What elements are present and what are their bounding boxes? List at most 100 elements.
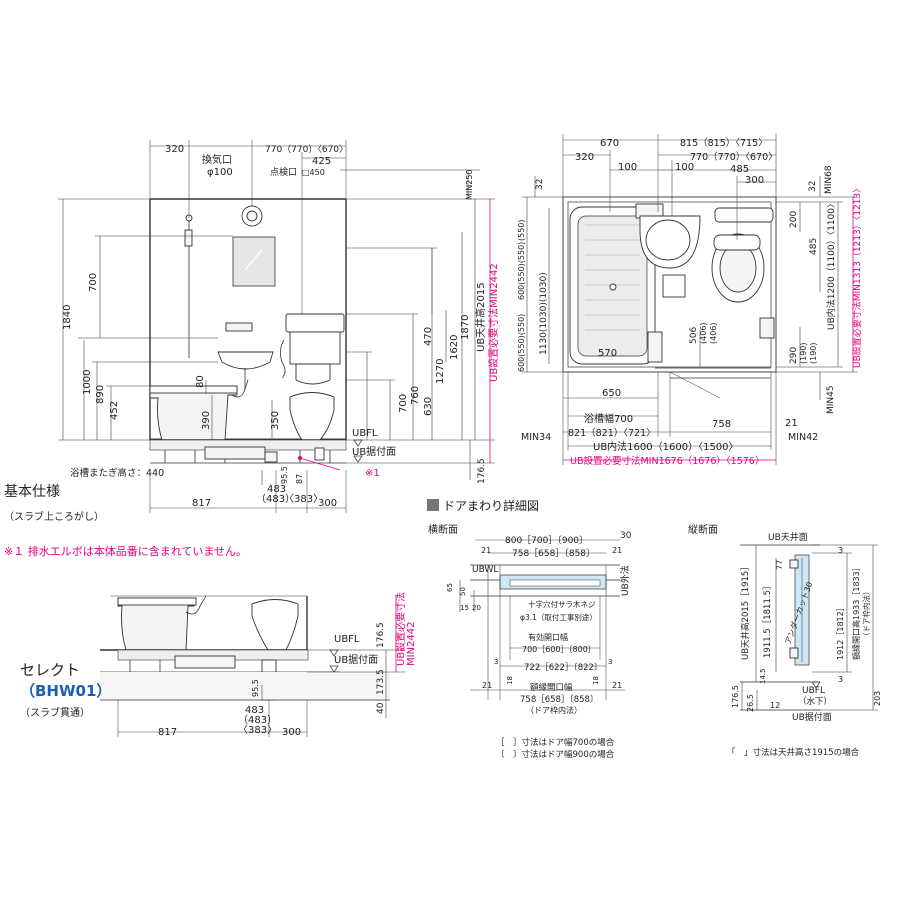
vent-dia: φ100 [207,167,233,178]
dim-190a: (190) [799,342,808,364]
v-legend: 「 」寸法は天井高さ1915の場合 [727,747,860,758]
dim-1130: 1130(1030)(1030) [539,272,549,355]
v-176: 176.5 [731,685,740,708]
v-14: 14.5 [759,668,767,684]
door-722: 722［622］〔822〕 [524,662,602,673]
frame-opening-label: 額縁開口幅 [530,682,573,693]
ub-required-min2442: UB設置必要寸法MIN2442 [487,263,500,382]
dim-320-plan: 320 [575,152,594,163]
v-1912: 1912［1812］ [836,603,845,660]
dim-485-plan: 485 [730,164,749,175]
dim-483b-front: （483） [256,493,295,505]
dim-506: 506 [689,327,699,344]
ub-req-select: UB設置必要寸法 [394,592,407,666]
toilet-bowl [289,392,335,441]
ubfl-select: UBFL [334,634,360,645]
opening-value: 700［600］〔800〕 [522,645,596,654]
door-21d: 21 [612,681,622,690]
v-77: 77 [775,560,784,570]
frame-note: （ドア枠内法） [526,705,582,715]
front-elevation [58,140,495,513]
door-vertical-section [740,544,878,711]
v-1911: 1911.5［1811.5］ [763,582,773,658]
dim-32-right: 32 [808,181,818,192]
dim-300-plan: 300 [745,175,764,186]
dim-815: 815（815）〈715〉 [680,137,768,149]
dim-176-select: 176.5 [376,622,386,648]
dim-770-front: 770（770）〈670〉 [265,144,348,155]
dim-600-lower: 600(550)(550) [517,314,526,372]
ub-required-depth: UB設置必要寸法MIN1313（1213）〈1213〉 [851,184,863,368]
wash-basin [217,351,274,370]
door-21c: 21 [482,681,492,690]
select-title: セレクト [20,661,80,679]
door-21a: 21 [481,546,491,555]
dim-173-select: 173.5 [376,669,386,695]
dim-760: 760 [410,386,421,405]
note-marker: ※1 [365,468,380,479]
dim-700-front: 700 [88,273,99,292]
v-base: UB据付面 [792,711,832,723]
v-ceiling: UB天井面 [768,531,808,543]
v-frame: 額縁開口高1933［1833］ [851,563,861,660]
dim-700b: 700 [398,394,409,413]
ub-base-front: UB据付面 [352,445,396,458]
door-30: 30 [620,531,632,541]
horizontal-label: 横断面 [428,523,458,536]
min45-label: MIN45 [826,385,836,414]
dim-176-front: 176.5 [477,458,487,484]
tub-width-label: 浴槽幅700 [584,412,633,425]
dim-300-select: 300 [282,727,301,738]
vent-label: 換気口 [202,153,232,166]
inspection-size: □450 [302,168,325,177]
dim-190b: (190) [809,342,818,364]
screw-label2: φ3.1（取付工事別途） [520,612,597,622]
door-3b: 3 [608,658,612,666]
ub-base-select: UB据付面 [334,653,378,666]
spec-note: ※１ 排水エルボは本体品番に含まれていません。 [4,544,247,558]
door-3a: 3 [494,658,498,666]
door-50: 50 [459,587,467,596]
dim-770-plan: 770（770）〈670〉 [690,151,778,163]
dim-80: 80 [195,375,206,388]
dim-320-front: 320 [165,144,184,155]
dim-670: 670 [600,138,619,149]
ubwl-label: UBWL [472,565,498,575]
ubfl-front: UBFL [352,428,378,439]
dim-483b-select: （483） [238,714,277,726]
dim-550a: (550) [517,219,526,241]
v-ub2015: UB天井高2015［1915］ [740,562,751,660]
select-elevation [100,595,405,737]
dim-817-select: 817 [158,727,177,738]
dim-630: 630 [423,397,434,416]
plan-view [522,134,858,465]
dim-821: 821（821）〈721〉 [568,427,656,439]
dim-100b: 100 [675,162,694,173]
v-12: 12 [770,701,780,710]
dim-817-front: 817 [192,498,211,509]
dim-452: 452 [109,401,120,420]
dim-32-left: 32 [535,179,545,190]
dim-290: 290 [789,347,799,364]
min68-label: MIN68 [824,165,834,194]
door-15: 15 [460,604,469,612]
ub-ceiling-2015: UB天井高2015 [474,282,487,352]
door-18a: 18 [506,676,514,685]
dim-1000: 1000 [82,370,93,395]
spec-subtitle: （スラブ上ころがし） [4,510,104,523]
min42-label: MIN42 [788,432,818,443]
door-legend-1: ［ ］寸法はドア幅700の場合 [496,737,615,748]
door-section-title: ドアまわり詳細図 [443,498,539,513]
screw-label: 十字穴付サラ木ネジ [528,599,596,609]
v-ubfl: UBFL [802,686,825,696]
dim-485-vert: 485 [809,238,819,255]
dim-425: 425 [312,156,331,167]
door-758: 758［658］〔858〕 [512,548,595,559]
v-26: 26.5 [746,694,755,712]
min2442-select: MIN2442 [406,621,417,666]
dim-600: 600(550)(550) [517,242,526,300]
dim-1870: 1870 [460,315,471,340]
v-frame2: （ドア枠内法） [861,588,871,641]
dim-890: 890 [95,385,106,404]
